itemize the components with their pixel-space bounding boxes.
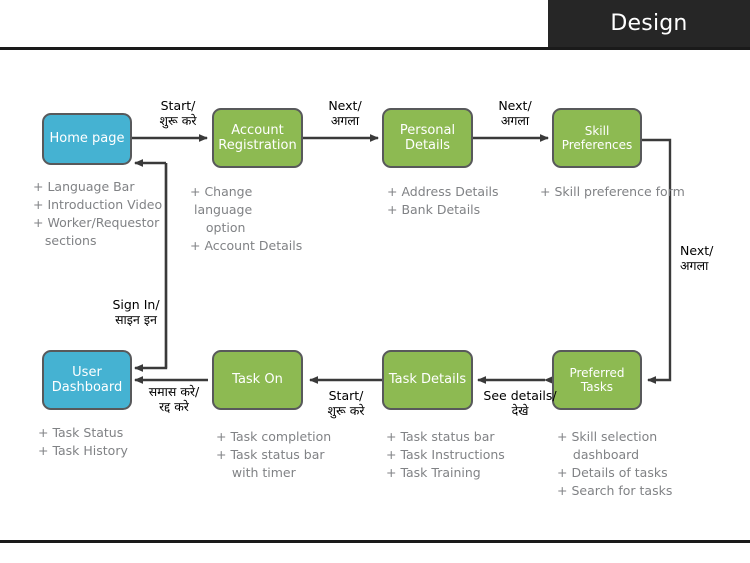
edge-label-account-to-personal: Next/ अगला <box>328 98 362 129</box>
edge-skill-to-preferred <box>642 138 672 384</box>
header-accent-block <box>548 0 750 47</box>
page-title: Design <box>610 11 688 36</box>
flowchart-connectors <box>132 134 672 384</box>
header-divider-rule <box>0 47 750 50</box>
node-personal-details[interactable]: Personal Details <box>382 108 473 168</box>
node-personal-details-label: Personal Details <box>399 122 456 153</box>
node-task-on-label: Task On <box>232 372 283 388</box>
bullets-preferred-tasks: + Skill selection dashboard + Details of… <box>557 429 673 499</box>
bullets-personal-details: + Address Details + Bank Details <box>387 184 499 218</box>
node-user-dashboard-label: User Dashboard <box>51 364 123 395</box>
edge-label-taskdetails-to-taskon: Start/ शुरू करे <box>327 388 365 419</box>
edge-label-personal-to-skill: Next/ अगला <box>498 98 532 129</box>
node-preferred-tasks-label: Preferred Tasks <box>569 365 625 394</box>
node-preferred-tasks[interactable]: Preferred Tasks <box>552 350 642 410</box>
node-task-details-label: Task Details <box>388 372 467 388</box>
bullets-task-on: + Task completion + Task status bar with… <box>216 429 332 481</box>
bullets-task-details: + Task status bar + Task Instructions + … <box>386 429 505 481</box>
footer-divider-rule <box>0 540 750 543</box>
node-home-page-label: Home page <box>49 131 125 147</box>
edge-label-skill-to-preferred: Next/ अगला <box>680 243 714 274</box>
edge-label-preferred-to-taskdetails: See details/ देखे <box>483 388 557 419</box>
edge-label-dashboard-signin: Sign In/ साइन इन <box>112 297 160 328</box>
edge-label-taskon-to-dashboard: समास करे/ रद्द करे <box>148 384 200 415</box>
bullets-home-page: + Language Bar + Introduction Video + Wo… <box>33 179 163 249</box>
bullets-account-registration: + Change language option + Account Detai… <box>190 184 303 254</box>
node-task-on[interactable]: Task On <box>212 350 303 410</box>
node-task-details[interactable]: Task Details <box>382 350 473 410</box>
bullets-skill-preferences: + Skill preference form <box>540 184 685 199</box>
flowchart-canvas: Home page Account Registration Personal … <box>0 50 750 540</box>
node-account-registration-label: Account Registration <box>218 122 297 153</box>
node-skill-preferences[interactable]: Skill Preferences <box>552 108 642 168</box>
node-home-page[interactable]: Home page <box>42 113 132 165</box>
bullets-user-dashboard: + Task Status + Task History <box>38 425 128 459</box>
node-account-registration[interactable]: Account Registration <box>212 108 303 168</box>
edge-label-home-to-account: Start/ शुरू करे <box>159 98 197 129</box>
node-user-dashboard[interactable]: User Dashboard <box>42 350 132 410</box>
node-skill-preferences-label: Skill Preferences <box>561 123 633 152</box>
